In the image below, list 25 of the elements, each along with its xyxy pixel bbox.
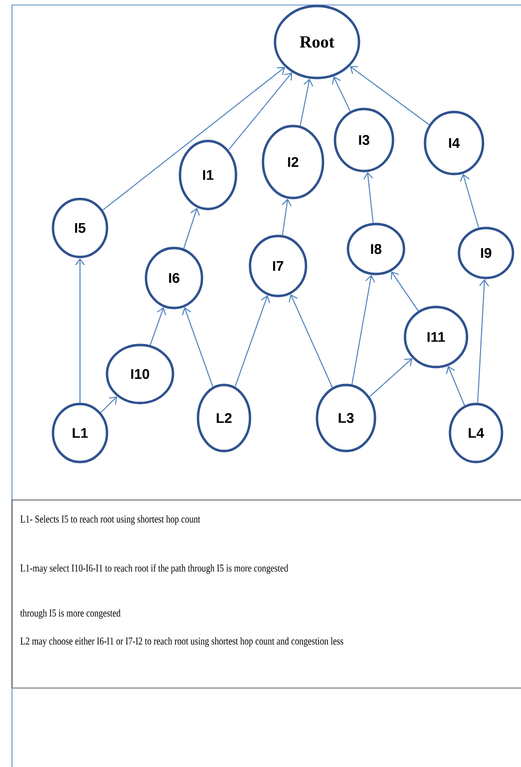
note-text: L2 may choose either I6-I1 or I7-I2 to reach root using shortest hop count and congestion less [20,637,344,647]
arrow [369,358,412,398]
arrow [332,76,351,112]
arrow [150,307,166,346]
arrow [446,366,466,406]
arrow [75,258,85,404]
arrow [234,295,270,388]
arrow [300,78,314,126]
arrow [282,198,292,236]
arrow [363,172,374,224]
arrow [228,72,292,150]
arrow [390,271,419,312]
arrow [102,67,286,211]
note-text: L1-may select I10-I6-I1 to reach root if the path through I5 is more congested [20,564,288,574]
arrow [460,174,480,228]
arrow [100,396,118,414]
root-node: Root [274,4,360,80]
arrow [350,66,430,126]
arrow [182,307,214,388]
note-text: L1- Selects I5 to reach root using shortest hop count [20,515,200,525]
arrow [288,294,333,388]
arrow [477,279,490,404]
arrow [351,274,376,385]
arrow [183,208,200,250]
note-text: through I5 is more congested [20,609,121,619]
